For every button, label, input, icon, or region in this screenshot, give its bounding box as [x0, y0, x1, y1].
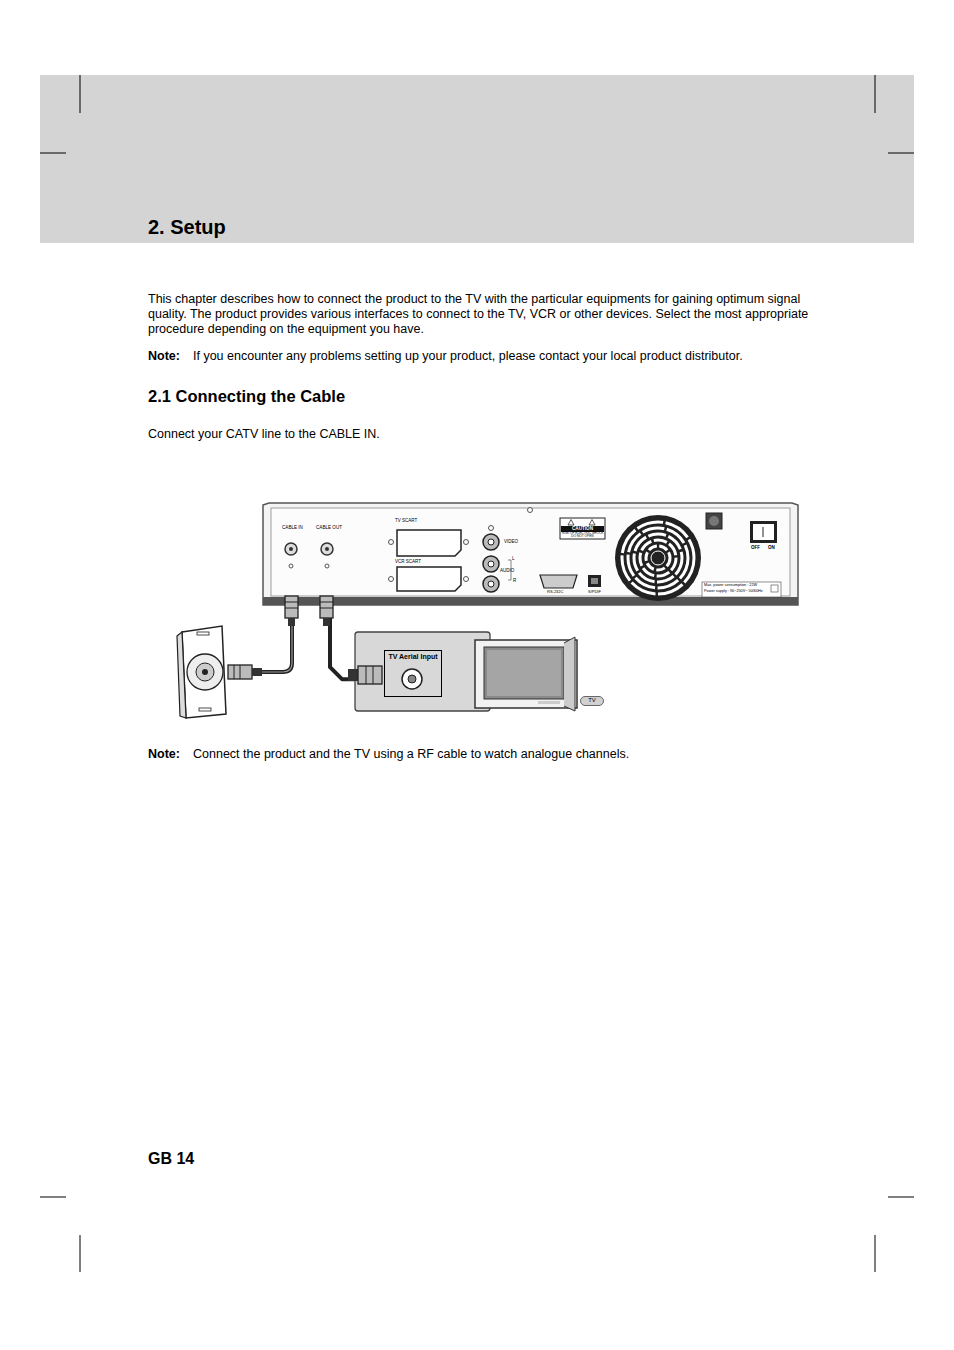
node-label: TV — [582, 697, 602, 704]
connector-port: CABLE IN — [281, 525, 305, 557]
port-label: VIDEO — [504, 539, 518, 544]
fan-ring — [640, 540, 676, 576]
tv-set — [348, 632, 577, 711]
port-label: L — [512, 556, 515, 561]
body-paragraph: This chapter describes how to connect th… — [148, 292, 838, 337]
receiver-back-panel — [263, 503, 798, 626]
fan-ring — [634, 534, 682, 582]
header-band — [40, 75, 914, 243]
note-label: Note: — [148, 747, 180, 762]
fan-ring — [622, 522, 694, 594]
instruction-text: Connect your CATV line to the CABLE IN. — [148, 427, 380, 442]
connector-port: CABLE OUT — [315, 525, 345, 557]
wall-socket — [177, 626, 292, 718]
fan-ring — [646, 546, 670, 570]
port-label: AUDIO — [500, 568, 514, 573]
switch-label: OFF — [751, 545, 760, 550]
fan-ring — [628, 528, 688, 588]
note-text: Connect the product and the TV using a R… — [193, 747, 629, 762]
page-number: GB 14 — [148, 1149, 194, 1168]
crop-marks — [40, 75, 914, 1272]
caution-label: CAUTION — [561, 526, 604, 532]
port-label: VCR SCART — [395, 559, 421, 564]
tv-tag: TV — [580, 696, 604, 706]
port-label: R — [513, 578, 516, 583]
rating-text: Max. power consumption : 22W — [704, 583, 757, 588]
switch-label: ON — [768, 545, 775, 550]
aerial-input-box: TV Aerial Input — [384, 650, 442, 697]
port-label: S/PDIF — [588, 590, 601, 595]
note-text: If you encounter any problems setting up… — [193, 349, 743, 364]
caution-text: RISK OF ELECTRIC SHOCK DO NOT OPEN — [561, 532, 604, 538]
port-label: TV SCART — [395, 518, 417, 523]
node-label: TV Aerial Input — [387, 653, 439, 661]
port-label: RS-232C — [547, 590, 563, 595]
note-label: Note: — [148, 349, 180, 364]
chapter-title: 2. Setup — [148, 215, 226, 239]
section-heading: 2.1 Connecting the Cable — [148, 387, 345, 407]
rating-text: Power supply : 90~250V~ 50/60Hz — [704, 589, 763, 594]
node-label: CABLE OUT — [316, 525, 344, 530]
node-label: CABLE IN — [282, 525, 304, 530]
